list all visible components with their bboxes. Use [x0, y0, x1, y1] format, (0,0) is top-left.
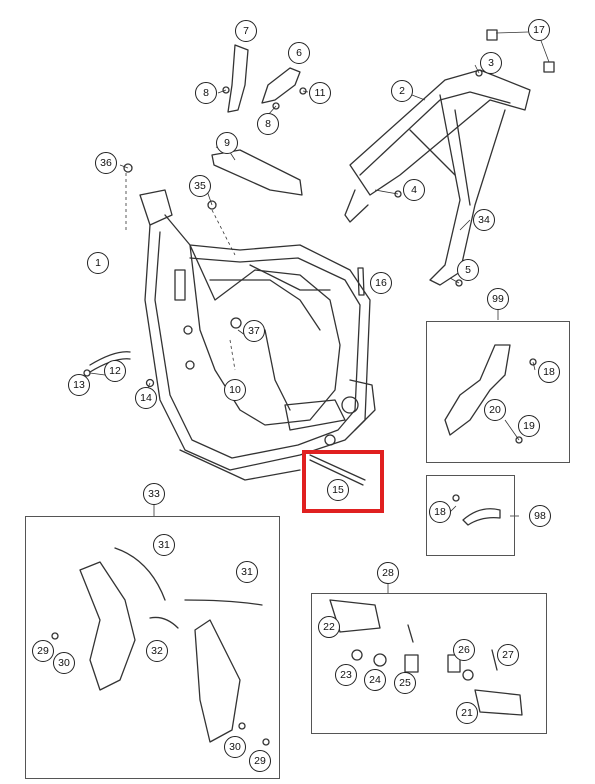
callout-10[interactable]: 10: [224, 379, 246, 401]
callout-14[interactable]: 14: [135, 387, 157, 409]
callout-31[interactable]: 31: [236, 561, 258, 583]
callout-26[interactable]: 26: [453, 639, 475, 661]
callout-34[interactable]: 34: [473, 209, 495, 231]
callout-21[interactable]: 21: [456, 702, 478, 724]
callout-99[interactable]: 99: [487, 288, 509, 310]
callout-24[interactable]: 24: [364, 669, 386, 691]
callout-29[interactable]: 29: [249, 750, 271, 772]
callout-37[interactable]: 37: [243, 320, 265, 342]
callout-35[interactable]: 35: [189, 175, 211, 197]
callout-23[interactable]: 23: [335, 664, 357, 686]
callout-12[interactable]: 12: [104, 360, 126, 382]
callout-18[interactable]: 18: [429, 501, 451, 523]
callout-3[interactable]: 3: [480, 52, 502, 74]
callout-5[interactable]: 5: [457, 259, 479, 281]
callout-13[interactable]: 13: [68, 374, 90, 396]
callout-30[interactable]: 30: [53, 652, 75, 674]
callout-18[interactable]: 18: [538, 361, 560, 383]
callout-1[interactable]: 1: [87, 252, 109, 274]
callout-8[interactable]: 8: [257, 113, 279, 135]
callout-25[interactable]: 25: [394, 672, 416, 694]
callout-6[interactable]: 6: [288, 42, 310, 64]
callout-28[interactable]: 28: [377, 562, 399, 584]
main-frame-drawing: [139, 189, 376, 481]
callout-16[interactable]: 16: [370, 272, 392, 294]
callout-4[interactable]: 4: [403, 179, 425, 201]
callout-22[interactable]: 22: [318, 616, 340, 638]
callout-8[interactable]: 8: [195, 82, 217, 104]
callout-19[interactable]: 19: [518, 415, 540, 437]
callout-29[interactable]: 29: [32, 640, 54, 662]
callout-20[interactable]: 20: [484, 399, 506, 421]
callout-36[interactable]: 36: [95, 152, 117, 174]
callout-11[interactable]: 11: [309, 82, 331, 104]
callout-98[interactable]: 98: [529, 505, 551, 527]
callout-27[interactable]: 27: [497, 644, 519, 666]
callout-33[interactable]: 33: [143, 483, 165, 505]
callout-9[interactable]: 9: [216, 132, 238, 154]
callout-2[interactable]: 2: [391, 80, 413, 102]
callout-7[interactable]: 7: [235, 20, 257, 42]
callout-15[interactable]: 15: [327, 479, 349, 501]
callout-32[interactable]: 32: [146, 640, 168, 662]
highlight-box-part-15: [302, 450, 384, 513]
subframe-drawing: [344, 69, 531, 286]
callout-30[interactable]: 30: [224, 736, 246, 758]
callout-31[interactable]: 31: [153, 534, 175, 556]
callout-17[interactable]: 17: [528, 19, 550, 41]
